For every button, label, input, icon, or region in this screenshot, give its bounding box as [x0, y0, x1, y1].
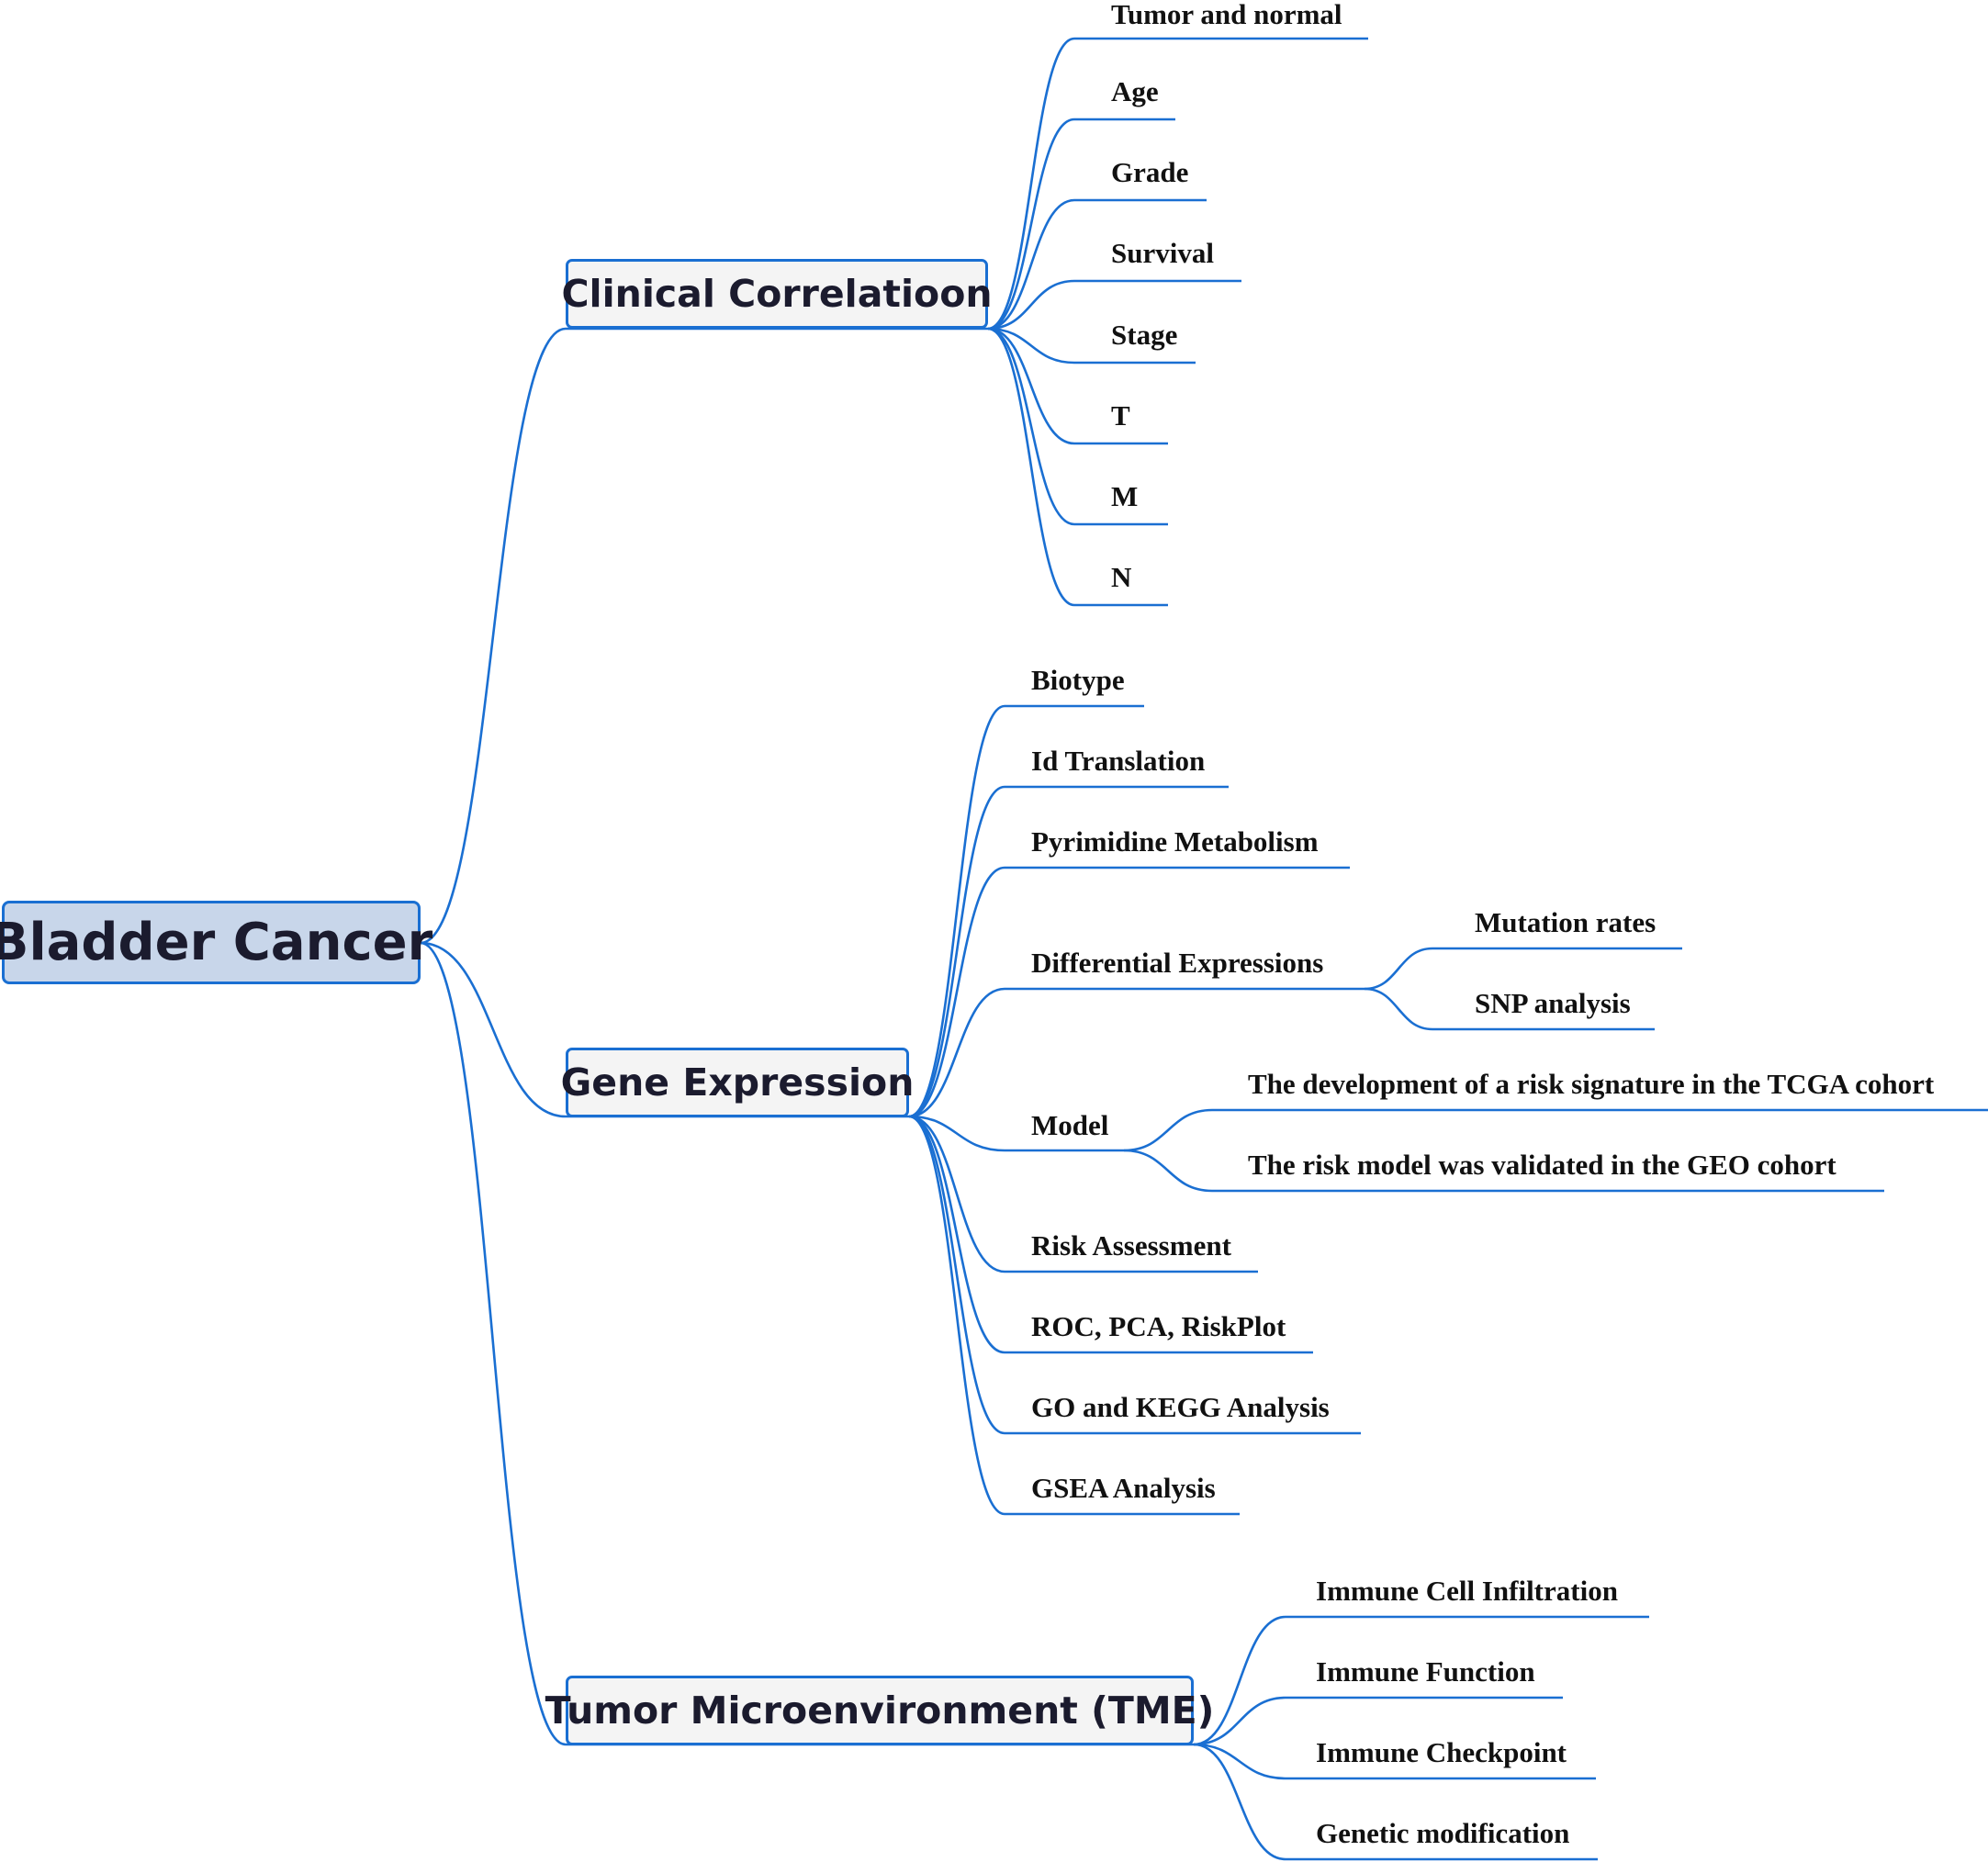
branch-gene-expression[interactable]: Gene Expression	[561, 1048, 914, 1117]
leaf-grade[interactable]: Grade	[1111, 156, 1189, 188]
leaf-survival[interactable]: Survival	[1111, 237, 1214, 269]
gene-leaf-connector-1	[908, 785, 1005, 1118]
clinical-leaf-connector-0	[987, 37, 1075, 331]
tme-leaf-connector-1	[1193, 1696, 1286, 1746]
clinical-leaf-connector-5	[987, 327, 1075, 445]
leaf-biotype[interactable]: Biotype	[1031, 664, 1125, 696]
branch-tumor-microenvironment[interactable]: Tumor Microenvironment (TME)	[545, 1676, 1214, 1745]
clinical-leaf-connector-3	[987, 279, 1075, 331]
clinical-leaf-connector-6	[987, 327, 1075, 526]
gene-leaf-connector-8	[908, 1115, 1005, 1516]
leaf-risk-signature-tcga[interactable]: The development of a risk signature in t…	[1248, 1068, 1935, 1100]
leaf-model[interactable]: Model	[1031, 1109, 1109, 1141]
clinical-leaf-connector-4	[987, 327, 1075, 365]
leaf-n[interactable]: N	[1111, 561, 1132, 593]
leaf-t[interactable]: T	[1111, 399, 1130, 432]
gene-leaf-connector-4	[908, 1115, 1005, 1152]
clinical-leaf-connector-2	[987, 198, 1075, 331]
leaf-gsea-analysis[interactable]: GSEA Analysis	[1031, 1472, 1216, 1504]
tme-leaf-connector-0	[1193, 1615, 1286, 1746]
leaf-stage[interactable]: Stage	[1111, 319, 1178, 351]
leaf-roc-pca-riskplot[interactable]: ROC, PCA, RiskPlot	[1031, 1310, 1286, 1342]
leaf-risk-model-geo[interactable]: The risk model was validated in the GEO …	[1248, 1149, 1836, 1181]
gene-leaf-connector-2	[908, 866, 1005, 1118]
model-sub-connector-1	[1123, 1149, 1213, 1193]
leaf-immune-cell-infiltration[interactable]: Immune Cell Infiltration	[1316, 1575, 1618, 1607]
diffexp-sub-connector-1	[1364, 987, 1433, 1031]
leaf-differential-expressions[interactable]: Differential Expressions	[1031, 947, 1324, 979]
leaf-m[interactable]: M	[1111, 480, 1139, 512]
gene-leaf-connector-6	[908, 1115, 1005, 1354]
gene-leaf-connector-5	[908, 1115, 1005, 1273]
leaf-risk-assessment[interactable]: Risk Assessment	[1031, 1229, 1231, 1262]
root-to-gene-connector	[420, 941, 567, 1118]
gene-leaf-connector-0	[908, 704, 1005, 1118]
model-sub-connector-0	[1123, 1108, 1213, 1152]
leaf-tumor-and-normal[interactable]: Tumor and normal	[1111, 0, 1342, 30]
leaf-immune-function[interactable]: Immune Function	[1316, 1655, 1535, 1688]
clinical-leaf-connector-1	[987, 118, 1075, 331]
clinical-leaf-connector-7	[987, 327, 1075, 607]
leaf-mutation-rates[interactable]: Mutation rates	[1475, 906, 1657, 938]
tme-leaf-connector-2	[1193, 1743, 1286, 1780]
leaf-snp-analysis[interactable]: SNP analysis	[1475, 987, 1631, 1019]
leaf-immune-checkpoint[interactable]: Immune Checkpoint	[1316, 1736, 1567, 1768]
leaf-id-translation[interactable]: Id Translation	[1031, 745, 1206, 777]
tme-leaf-connector-3	[1193, 1743, 1286, 1861]
root-to-clinical-connector	[420, 327, 567, 945]
leaf-age[interactable]: Age	[1111, 75, 1159, 107]
branch-clinical-correlation[interactable]: Clinical Correlatioon	[561, 259, 993, 329]
root-to-tme-connector	[420, 941, 567, 1746]
root-node[interactable]: Bladder Cancer	[0, 901, 432, 984]
gene-leaf-connector-3	[908, 987, 1005, 1118]
leaf-pyrimidine-metabolism[interactable]: Pyrimidine Metabolism	[1031, 825, 1319, 858]
leaf-genetic-modification[interactable]: Genetic modification	[1316, 1817, 1570, 1849]
diffexp-sub-connector-0	[1364, 947, 1433, 991]
leaf-go-kegg-analysis[interactable]: GO and KEGG Analysis	[1031, 1391, 1330, 1423]
gene-leaf-connector-7	[908, 1115, 1005, 1435]
